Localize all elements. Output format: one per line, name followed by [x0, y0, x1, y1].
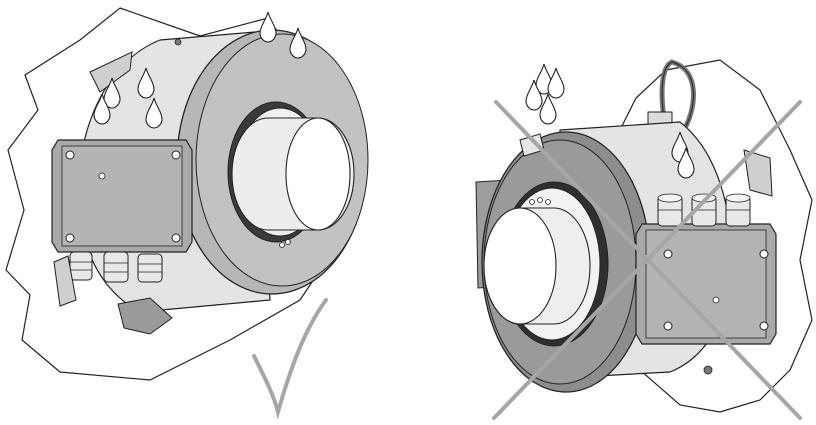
box-screw: [663, 249, 673, 259]
check-mark-icon: [252, 298, 328, 420]
cross-mark-icon: [492, 100, 802, 420]
side-plate: [53, 255, 77, 307]
box-screw: [171, 233, 181, 243]
ring-screw: [703, 365, 713, 375]
box-screw: [65, 233, 75, 243]
box-vent-hole: [712, 296, 720, 304]
box-screw: [171, 150, 181, 160]
shaft-screw-hole: [545, 199, 551, 205]
shaft-end-face: [285, 117, 351, 231]
shaft-screw-hole: [279, 242, 285, 248]
box-screw: [663, 321, 673, 331]
box-vent-hole: [98, 172, 106, 180]
box-screw: [759, 249, 769, 259]
panel-incorrect-mounting: [475, 59, 813, 420]
mounting-bracket: [89, 51, 133, 93]
mounting-bracket-lower: [117, 297, 173, 335]
ring-screw: [174, 38, 182, 46]
shaft-screw-hole: [529, 199, 535, 205]
cable-glands-top: [657, 193, 751, 227]
shaft-end-face: [483, 207, 557, 325]
terminal-box-lid: [61, 145, 183, 247]
mounting-bracket: [743, 149, 773, 197]
box-screw: [759, 321, 769, 331]
panel-correct-mounting: [5, 7, 369, 420]
shaft-screw-hole: [537, 197, 543, 203]
box-screw: [65, 150, 75, 160]
shaft-screw-hole: [285, 239, 291, 245]
cable-glands-bottom: [69, 251, 163, 283]
